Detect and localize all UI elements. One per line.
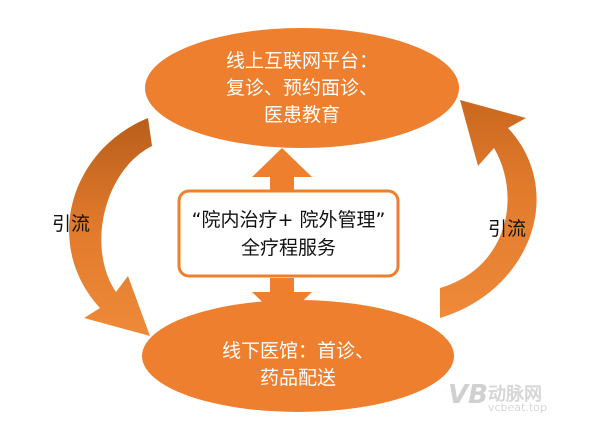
left-arrow-label: 引流 — [52, 213, 91, 235]
center-double-arrow — [252, 148, 312, 321]
bottom-oval-line2: 药品配送 — [259, 367, 336, 389]
right-arrow-label: 引流 — [488, 218, 527, 240]
top-oval — [145, 28, 459, 148]
center-box — [177, 189, 400, 278]
center-box-line1: “院内治疗+ 院外管理” — [191, 209, 386, 231]
watermark-logo: VB — [448, 380, 488, 410]
watermark: VB 动脉网 vcbeat.top — [448, 380, 604, 416]
top-oval-line2: 复诊、预约面诊、 — [225, 77, 378, 99]
bottom-oval-text: 线下医馆：首诊、 药品配送 — [198, 338, 398, 392]
center-box-text: “院内治疗+ 院外管理” 全疗程服务 — [179, 206, 398, 262]
bottom-oval — [142, 300, 454, 412]
top-oval-line1: 线上互联网平台： — [225, 50, 378, 72]
top-oval-text: 线上互联网平台： 复诊、预约面诊、 医患教育 — [202, 48, 402, 129]
center-box-line2: 全疗程服务 — [240, 237, 336, 259]
watermark-url: vcbeat.top — [488, 401, 547, 414]
right-curved-arrow — [440, 100, 537, 318]
bottom-oval-line1: 线下医馆：首诊、 — [221, 340, 374, 362]
top-oval-line3: 医患教育 — [263, 104, 340, 126]
left-curved-arrow — [69, 118, 152, 336]
watermark-cn: 动脉网 — [488, 384, 542, 405]
